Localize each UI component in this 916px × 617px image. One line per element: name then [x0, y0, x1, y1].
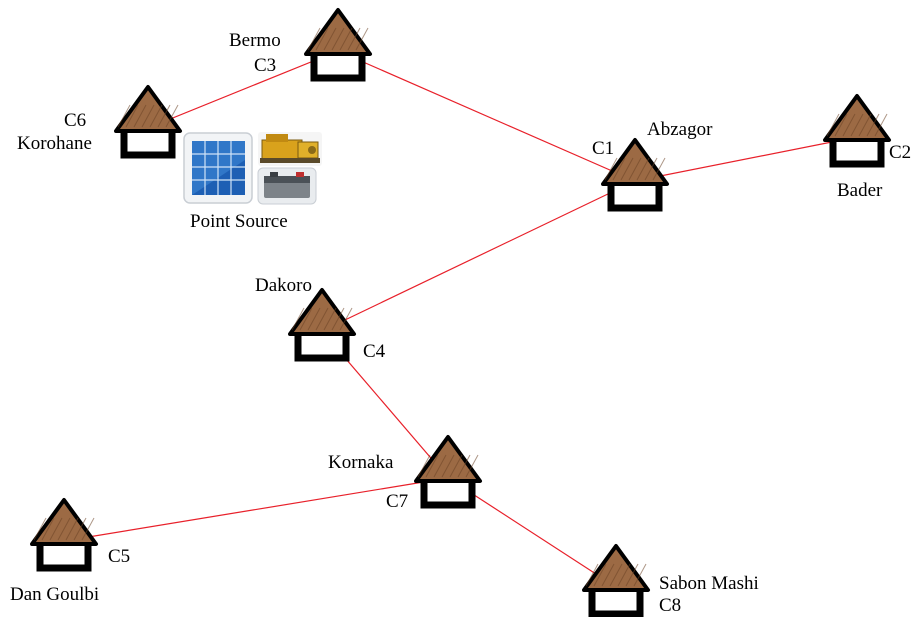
village-code-c8: C8 — [659, 595, 682, 616]
house-icon-c3 — [304, 8, 372, 82]
village-code-c7: C7 — [386, 491, 409, 512]
house-icon-c8 — [582, 544, 650, 617]
house-icon-c6 — [114, 85, 182, 159]
link-c1-c4 — [321, 180, 636, 332]
village-code-c6: C6 — [64, 110, 87, 131]
village-code-c4: C4 — [363, 341, 386, 362]
link-c7-c5 — [63, 477, 449, 542]
house-icon-c5 — [30, 498, 98, 572]
house-icon-c2 — [823, 94, 891, 168]
village-code-c1: C1 — [592, 138, 615, 159]
house-icon-c4 — [288, 288, 356, 362]
village-name-sabon-mashi: Sabon Mashi — [659, 573, 759, 594]
village-name-abzagor: Abzagor — [647, 119, 713, 140]
battery-icon — [257, 167, 317, 205]
village-name-dakoro: Dakoro — [255, 275, 312, 296]
generator-icon — [258, 132, 322, 166]
village-code-c5: C5 — [108, 546, 131, 567]
link-c1-c2 — [634, 136, 858, 182]
link-c6-c3 — [147, 50, 339, 129]
village-name-korohane: Korohane — [17, 133, 92, 154]
link-c7-c8 — [447, 477, 617, 588]
solar-panel-icon — [183, 132, 253, 204]
point-source-label: Point Source — [190, 211, 288, 232]
house-icon-c1 — [601, 138, 669, 212]
house-icon-c7 — [414, 435, 482, 509]
link-c3-c1 — [337, 50, 636, 182]
village-code-c3: C3 — [254, 55, 277, 76]
village-code-c2: C2 — [889, 142, 912, 163]
village-name-bermo: Bermo — [229, 30, 281, 51]
village-name-dan-goulbi: Dan Goulbi — [10, 584, 100, 605]
village-name-bader: Bader — [837, 180, 883, 201]
village-name-kornaka: Kornaka — [328, 452, 394, 473]
